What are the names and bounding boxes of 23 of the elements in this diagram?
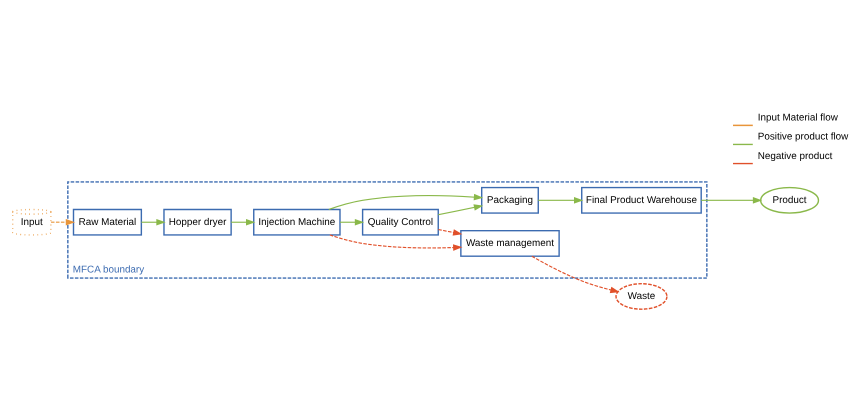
node-box: Quality Control — [362, 208, 439, 236]
legend-label: Negative product — [758, 150, 832, 162]
node-box: Injection Machine — [253, 208, 341, 236]
node-box: Packaging — [481, 186, 539, 214]
node-ellipse: Product — [760, 186, 820, 214]
node-box: Raw Material — [72, 208, 142, 236]
node-box: Final Product Warehouse — [581, 186, 702, 214]
arrow — [701, 196, 762, 204]
node-ellipse: Waste — [615, 282, 668, 310]
arrow — [51, 218, 76, 225]
arrow — [330, 234, 462, 250]
node-box: Waste management — [460, 230, 560, 256]
arrow — [328, 193, 484, 210]
legend-label: Input Material flow — [758, 112, 838, 124]
arrow — [340, 218, 364, 225]
arrow — [231, 218, 256, 225]
node-box: Hopper dryer — [163, 208, 232, 236]
arrow — [438, 228, 462, 236]
arrow — [438, 204, 484, 215]
arrow — [538, 196, 584, 204]
arrow — [532, 255, 620, 293]
legend-label: Positive product flow — [758, 131, 848, 142]
arrow — [141, 218, 166, 225]
